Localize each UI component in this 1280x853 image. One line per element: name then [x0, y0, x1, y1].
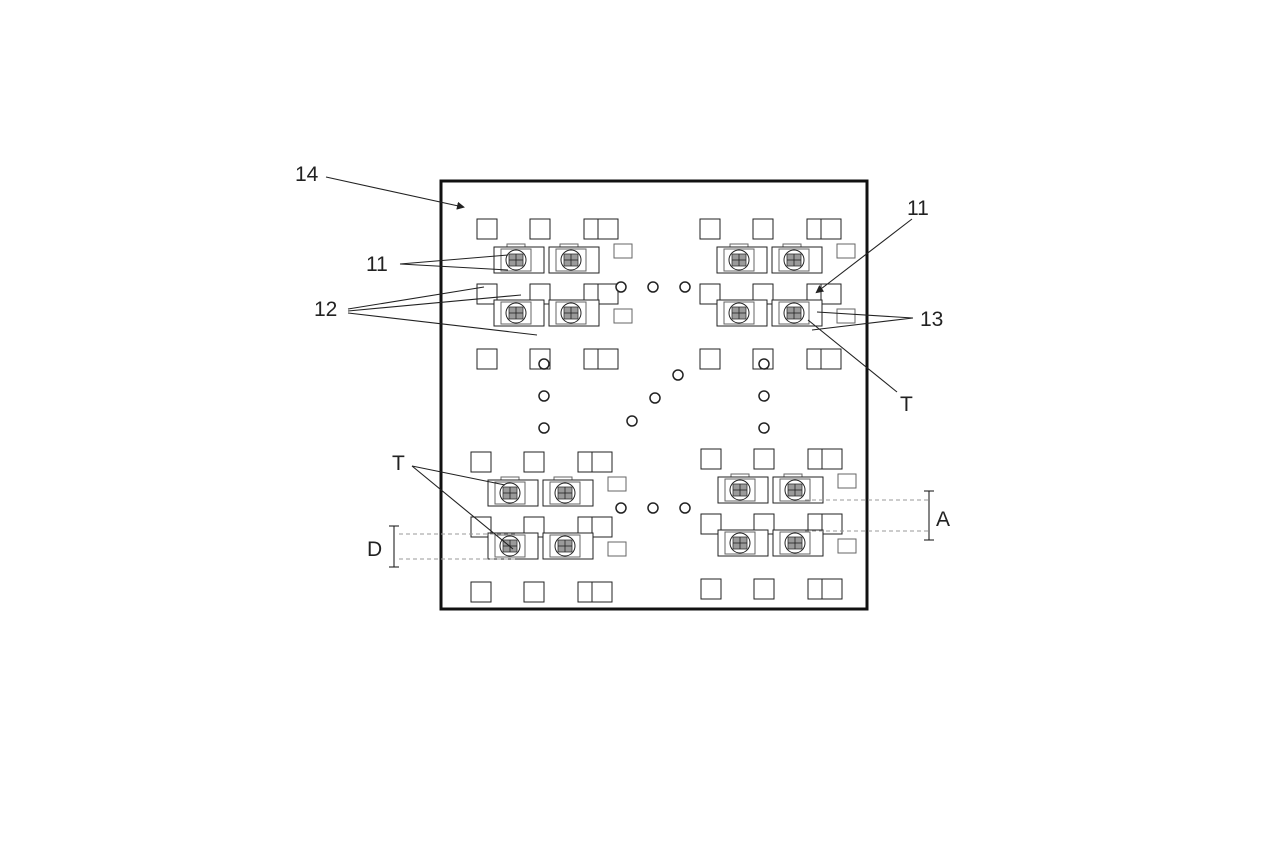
connection-dot	[758, 358, 770, 370]
connection-dot	[615, 502, 627, 514]
die-inner	[779, 531, 811, 555]
chip-groups	[470, 218, 857, 603]
leader-14	[325, 176, 465, 210]
connection-dot	[538, 358, 550, 370]
leader-11-left-a	[399, 254, 509, 265]
die-inner	[779, 478, 811, 502]
die-inner	[549, 534, 581, 558]
die-inner	[723, 301, 755, 325]
connection-dots	[538, 281, 770, 514]
connection-dot	[538, 390, 550, 402]
label-d: D	[367, 538, 382, 561]
connector-pad	[837, 473, 857, 489]
bond-pad	[591, 516, 613, 538]
connector-pad	[836, 308, 856, 324]
bond-pad	[597, 348, 619, 370]
connector-pad	[613, 243, 633, 259]
leader-t-left-b	[411, 465, 514, 550]
bond-pad	[591, 581, 613, 603]
bond-pad	[820, 283, 842, 305]
leader-13-a	[816, 311, 914, 319]
connection-dot	[758, 390, 770, 402]
die-inner	[555, 301, 587, 325]
die-inner	[724, 531, 756, 555]
bond-pad	[699, 218, 721, 240]
connection-dot	[626, 415, 638, 427]
leader-13-b	[811, 317, 914, 331]
connection-dot	[672, 369, 684, 381]
connection-dot	[538, 422, 550, 434]
dimension-a	[805, 490, 934, 541]
bond-pad	[700, 513, 722, 535]
leader-11-right	[815, 218, 913, 294]
bond-pad	[821, 448, 843, 470]
bond-pad	[700, 578, 722, 600]
label-11-right: 11	[907, 197, 929, 220]
connection-dot	[758, 422, 770, 434]
connection-dot	[679, 281, 691, 293]
bond-pad	[753, 448, 775, 470]
die-inner	[549, 481, 581, 505]
label-t-right: T	[900, 393, 913, 416]
bond-pad	[591, 451, 613, 473]
connection-dot	[615, 281, 627, 293]
dimension-d	[389, 525, 515, 568]
bond-pad	[476, 348, 498, 370]
bond-pad	[470, 516, 492, 538]
connector-pad	[836, 243, 856, 259]
bond-pad	[597, 283, 619, 305]
label-t-left: T	[392, 452, 405, 475]
label-a: A	[936, 508, 950, 531]
leader-12-a	[347, 286, 485, 310]
connection-dot	[679, 502, 691, 514]
bond-pad	[523, 581, 545, 603]
die-inner	[500, 248, 532, 272]
connector-pad	[613, 308, 633, 324]
leader-12-c	[347, 312, 538, 336]
connector-pad	[607, 476, 627, 492]
die-inner	[555, 248, 587, 272]
connection-dot	[647, 281, 659, 293]
leader-t-left-a	[411, 465, 506, 486]
connection-dot	[649, 392, 661, 404]
die-inner	[778, 301, 810, 325]
connection-dot	[647, 502, 659, 514]
connector-pad	[837, 538, 857, 554]
bond-pad	[821, 578, 843, 600]
bond-pad	[699, 348, 721, 370]
label-11-left: 11	[366, 253, 388, 276]
bond-pad	[523, 451, 545, 473]
leader-lines	[325, 176, 914, 550]
bond-pad	[699, 283, 721, 305]
bond-pad	[597, 218, 619, 240]
die-inner	[494, 534, 526, 558]
bond-pad	[470, 581, 492, 603]
leader-12-b	[347, 294, 522, 312]
label-12: 12	[314, 298, 337, 321]
bond-pad	[820, 218, 842, 240]
bond-pad	[700, 448, 722, 470]
bond-pad	[470, 451, 492, 473]
group-top-left	[476, 218, 633, 370]
die-inner	[778, 248, 810, 272]
die-inner	[500, 301, 532, 325]
die-inner	[494, 481, 526, 505]
label-13: 13	[920, 308, 943, 331]
bond-pad	[821, 513, 843, 535]
group-bottom-right	[700, 448, 857, 600]
leader-11-left-b	[399, 263, 509, 271]
group-bottom-left	[470, 451, 627, 603]
die-inner	[724, 478, 756, 502]
bond-pad	[529, 218, 551, 240]
bond-pad	[752, 218, 774, 240]
leader-t-right	[807, 319, 898, 393]
label-14: 14	[295, 163, 319, 186]
connector-pad	[607, 541, 627, 557]
group-top-right	[699, 218, 856, 370]
bond-pad	[476, 218, 498, 240]
die-inner	[723, 248, 755, 272]
bond-pad	[820, 348, 842, 370]
bond-pad	[753, 578, 775, 600]
